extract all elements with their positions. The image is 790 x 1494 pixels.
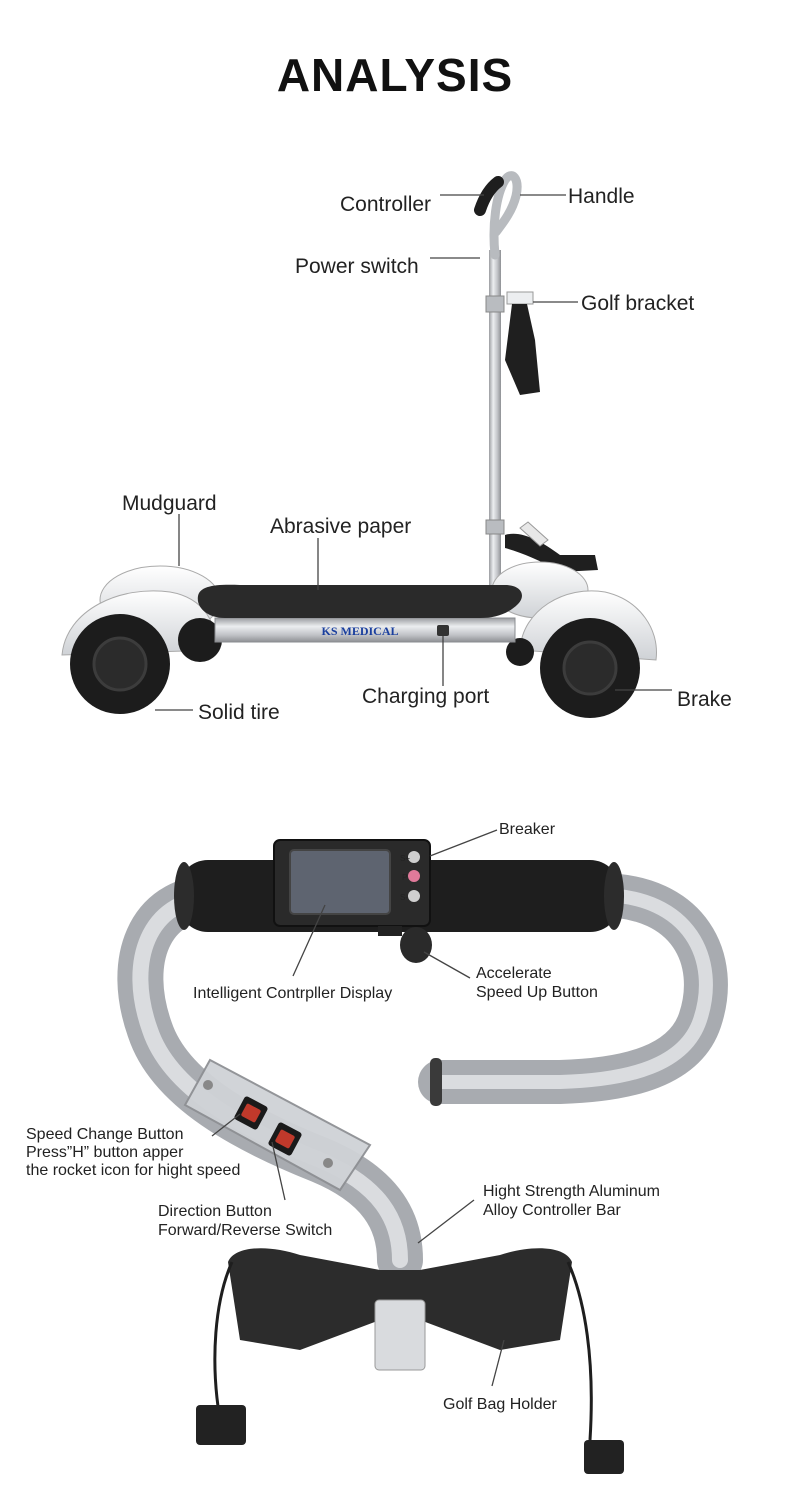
scooter-handle [489,171,522,260]
scooter-grip [474,176,504,216]
label-power-switch: Power switch [295,255,419,278]
bungee-hook-right [584,1440,624,1474]
speed-change-button [241,1103,261,1123]
key-s-minus: S- [400,893,408,902]
scooter-leader-lines [155,194,672,711]
label-aluminum-line2: Alloy Controller Bar [483,1202,622,1219]
label-abrasive-paper: Abrasive paper [270,515,411,538]
charging-port-icon [437,625,449,636]
switch-housing [183,1058,372,1192]
label-direction-line2: Forward/Reverse Switch [158,1222,332,1239]
label-controller: Controller [340,193,431,216]
accelerate-thumb-button [400,927,432,963]
golf-bag-holder [228,1248,572,1350]
label-direction-line1: Direction Button [158,1203,272,1220]
abrasive-paper-deck [197,584,522,618]
label-charging-port: Charging port [362,685,489,708]
handlebar-illustration: S+ P S- [117,839,728,1494]
label-golf-bracket: Golf bracket [581,292,694,315]
label-speed-change-line1: Speed Change Button [26,1126,183,1143]
label-aluminum-line1: Hight Strength Aluminum [483,1183,660,1200]
brand-label: KS MEDICAL [321,624,398,638]
key-p: P [402,873,407,882]
label-accelerate-line1: Accelerate [476,965,552,982]
lcd-screen [289,849,391,915]
scooter-stem [489,250,501,585]
label-accelerate-line2: Speed Up Button [476,984,598,1001]
label-controller-display: Intelligent Contrpller Display [193,985,392,1002]
bungee-hook-left [196,1405,246,1445]
label-golf-bag-holder: Golf Bag Holder [443,1396,558,1413]
scooter-illustration: KS MEDICAL [61,171,658,718]
s-minus-button [408,890,420,902]
label-brake: Brake [677,688,732,711]
label-handle: Handle [568,185,635,208]
golf-bracket-strap [505,304,540,395]
label-speed-change-line3: the rocket icon for hight speed [26,1162,240,1179]
label-solid-tire: Solid tire [198,701,280,724]
deck-frame [214,617,516,643]
label-mudguard: Mudguard [122,492,217,515]
s-plus-button [408,851,420,863]
power-button-icon [408,870,420,882]
label-breaker: Breaker [499,821,556,838]
direction-button [275,1129,295,1149]
page-title: ANALYSIS [276,49,514,101]
label-speed-change-line2: Press”H” button apper [26,1144,184,1161]
handlebar-leader-lines [211,829,505,1387]
key-s-plus: S+ [400,854,410,863]
